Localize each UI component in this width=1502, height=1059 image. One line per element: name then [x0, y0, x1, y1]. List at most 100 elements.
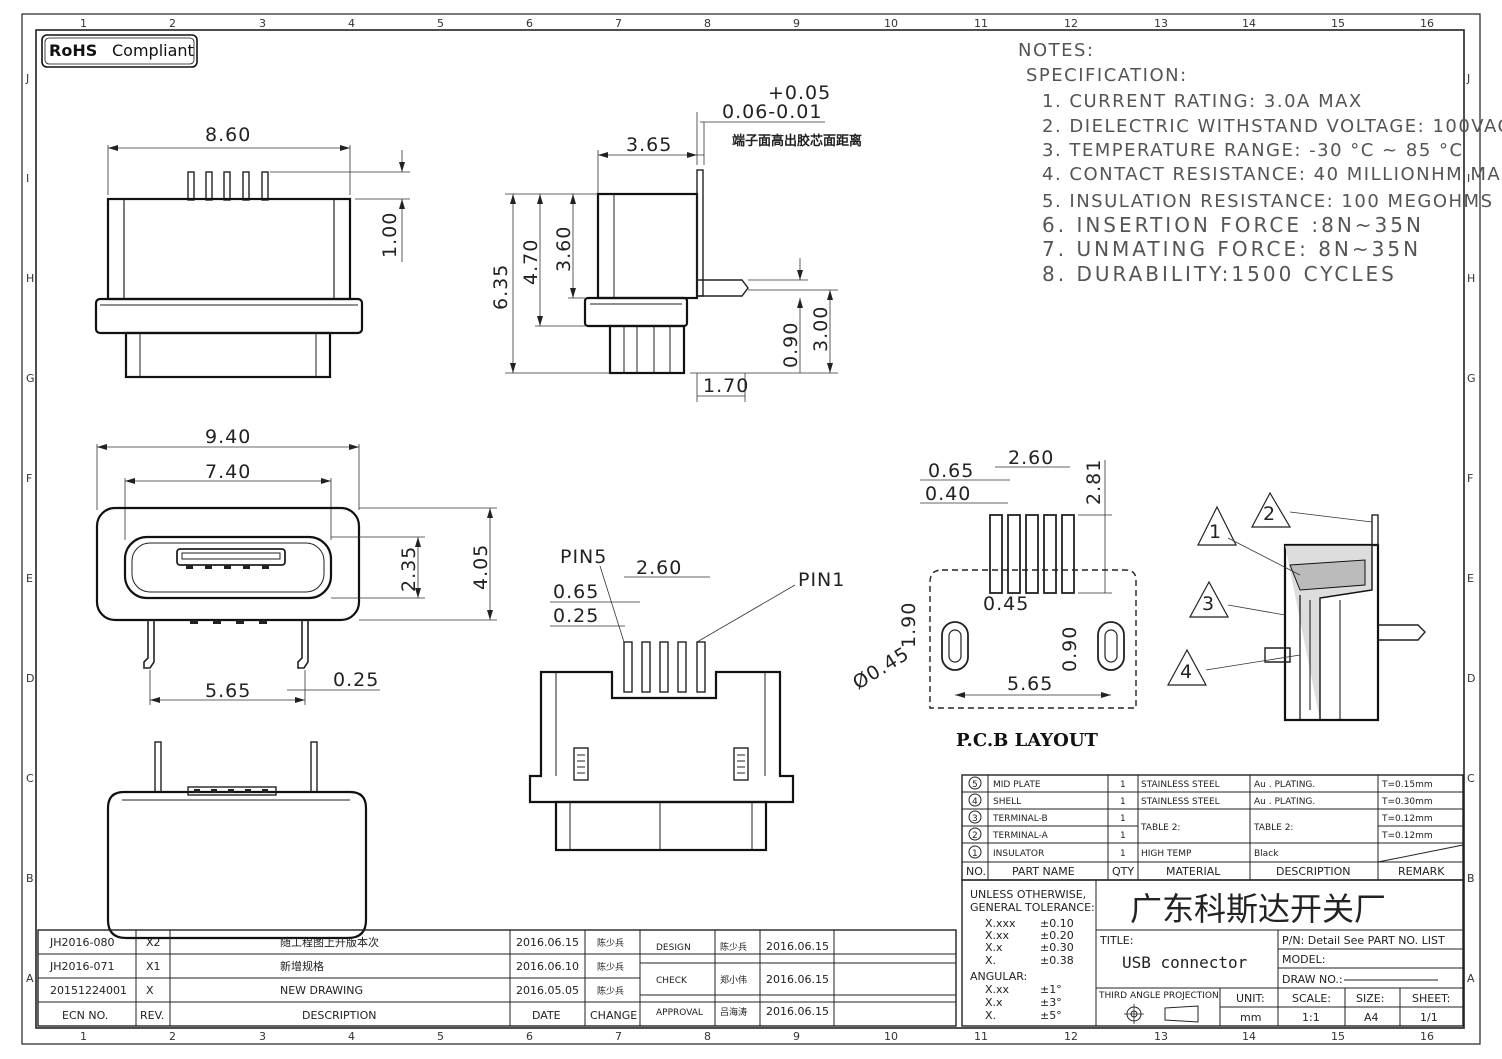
inner-frame [35, 29, 1465, 1029]
dim-top-width: 8.60 [205, 124, 251, 146]
tol-key: X.xxx [985, 917, 1016, 930]
rev-by: 陈少兵 [597, 937, 624, 949]
notes-block: NOTES: SPECIFICATION: 1. CURRENT RATING:… [1018, 40, 1502, 286]
tol-key: X.x [985, 941, 1003, 954]
zone-col-label: 4 [348, 1030, 355, 1043]
part-name: TERMINAL-A [992, 831, 1049, 841]
dim-front-940: 9.40 [205, 426, 251, 448]
part-qty: 1 [1120, 797, 1126, 807]
size-value: A4 [1364, 1011, 1379, 1024]
parts-header-qty: QTY [1112, 865, 1134, 878]
drawing-title: USB connector [1122, 953, 1248, 972]
zone-col-label: 14 [1242, 17, 1256, 30]
parts-rows: 5 MID PLATE 1 STAINLESS STEEL Au . PLATING. T… [968, 776, 1433, 859]
label-pin1: PIN1 [798, 569, 845, 591]
parts-header-no: NO. [966, 865, 986, 878]
part-desc: TABLE 2: [1253, 823, 1293, 833]
side-view: +0.05 0.06-0.01 端子面高出胶芯面距离 3.65 6.35 [490, 82, 862, 402]
part-material: HIGH TEMP [1141, 849, 1192, 859]
part-number: P/N: Detail See PART NO. LIST [1282, 934, 1445, 947]
unit-label: UNIT: [1236, 992, 1265, 1005]
projection-label: THIRD ANGLE PROJECTION [1098, 991, 1219, 1001]
callout-2: 2 [1263, 503, 1276, 525]
note-item: 3. TEMPERATURE RANGE: -30 °C ~ 85 °C [1042, 140, 1464, 161]
rev-ecn: JH2016-080 [49, 936, 114, 949]
dim-tol-plus: +0.05 [768, 82, 831, 104]
cn-note: 端子面高出胶芯面距离 [732, 133, 862, 149]
dim-side-470: 4.70 [520, 239, 542, 285]
zone-row-label: J [25, 72, 29, 85]
zone-row-label: H [1467, 272, 1475, 285]
rohs-bold: RoHS [49, 41, 97, 60]
zone-col-label: 4 [348, 17, 355, 30]
part-number-circle [968, 793, 982, 807]
dim-pcb-260: 2.60 [1008, 447, 1054, 469]
zone-col-label: 15 [1331, 17, 1345, 30]
note-item: 6. INSERTION FORCE :8N~35N [1042, 213, 1424, 237]
part-name: MID PLATE [993, 780, 1041, 790]
part-remark: T=0.15mm [1381, 780, 1433, 790]
tolerance-line1: UNLESS OTHERWISE, [970, 888, 1086, 901]
dim-front-025: 0.25 [333, 669, 379, 691]
rohs-text: Compliant [112, 41, 194, 60]
part-no: 5 [972, 780, 978, 790]
zone-col-label: 7 [615, 1030, 622, 1043]
rev-desc: 新增规格 [280, 959, 324, 973]
tol-val: ±5° [1040, 1009, 1062, 1022]
bottom-view [106, 741, 368, 940]
tolerance-block: UNLESS OTHERWISE, GENERAL TOLERANCE: X.x… [970, 888, 1095, 1022]
tol-key: X. [985, 954, 996, 967]
zone-row-label: I [1467, 172, 1470, 185]
dim-side-360: 3.60 [553, 226, 575, 272]
rear-view: PIN5 PIN1 2.60 0.65 0.25 [528, 546, 845, 852]
part-no: 3 [972, 814, 978, 824]
rev-by: 陈少兵 [597, 985, 624, 997]
note-item: 5. INSULATION RESISTANCE: 100 MEGOHMS MI… [1042, 191, 1502, 212]
title-label: TITLE: [1099, 934, 1133, 947]
zone-col-label: 10 [884, 1030, 898, 1043]
callout-1: 1 [1209, 521, 1222, 543]
part-name: INSULATOR [993, 849, 1044, 859]
tol-val: ±0.10 [1040, 917, 1074, 930]
zone-row-label: B [1467, 872, 1475, 885]
part-qty: 1 [1120, 849, 1126, 859]
dim-front-740: 7.40 [205, 461, 251, 483]
unit-value: mm [1240, 1011, 1261, 1024]
tol-val: ±0.20 [1040, 929, 1074, 942]
zone-row-label: A [1467, 972, 1475, 985]
part-desc: Au . PLATING. [1254, 780, 1315, 790]
zone-row-label: C [26, 772, 34, 785]
rev-header-rev: REV. [140, 1009, 164, 1022]
dim-pcb-190: 1.90 [898, 602, 920, 648]
zone-col-label: 6 [526, 17, 533, 30]
note-item: 7. UNMATING FORCE: 8N~35N [1042, 237, 1421, 261]
title-block [961, 879, 1464, 1027]
parts-header-name: PART NAME [1012, 865, 1075, 878]
front-view: 9.40 7.40 2.35 4.05 [95, 426, 497, 705]
pcb-title: P.C.B LAYOUT [956, 730, 1099, 751]
zone-col-label: 1 [80, 1030, 87, 1043]
label-pin5: PIN5 [560, 546, 607, 568]
part-no: 2 [972, 831, 978, 841]
part-desc: Black [1254, 849, 1279, 859]
dim-front-405: 4.05 [470, 544, 492, 590]
part-name: SHELL [993, 797, 1021, 807]
tol-val: ±0.30 [1040, 941, 1074, 954]
dim-pcb-040: 0.40 [925, 483, 971, 505]
rohs-badge: RoHS Compliant [41, 34, 198, 68]
zone-row-label: E [26, 572, 33, 585]
zone-col-label: 3 [259, 1030, 266, 1043]
tol-val: ±0.38 [1040, 954, 1074, 967]
zone-col-label: 11 [974, 1030, 988, 1043]
company-name: 广东科斯达开关厂 [1130, 890, 1386, 928]
approval-name: 郑小伟 [720, 974, 747, 986]
zone-col-label: 16 [1420, 17, 1434, 30]
rev-desc: 随工程图上升版本次 [280, 935, 379, 949]
rev-code: X2 [146, 936, 161, 949]
zone-col-label: 3 [259, 17, 266, 30]
part-number-circle [968, 845, 982, 859]
part-material: STAINLESS STEEL [1141, 797, 1220, 807]
parts-header-material: MATERIAL [1166, 865, 1221, 878]
outer-frame [21, 13, 1481, 1045]
callout-3: 3 [1202, 593, 1215, 615]
